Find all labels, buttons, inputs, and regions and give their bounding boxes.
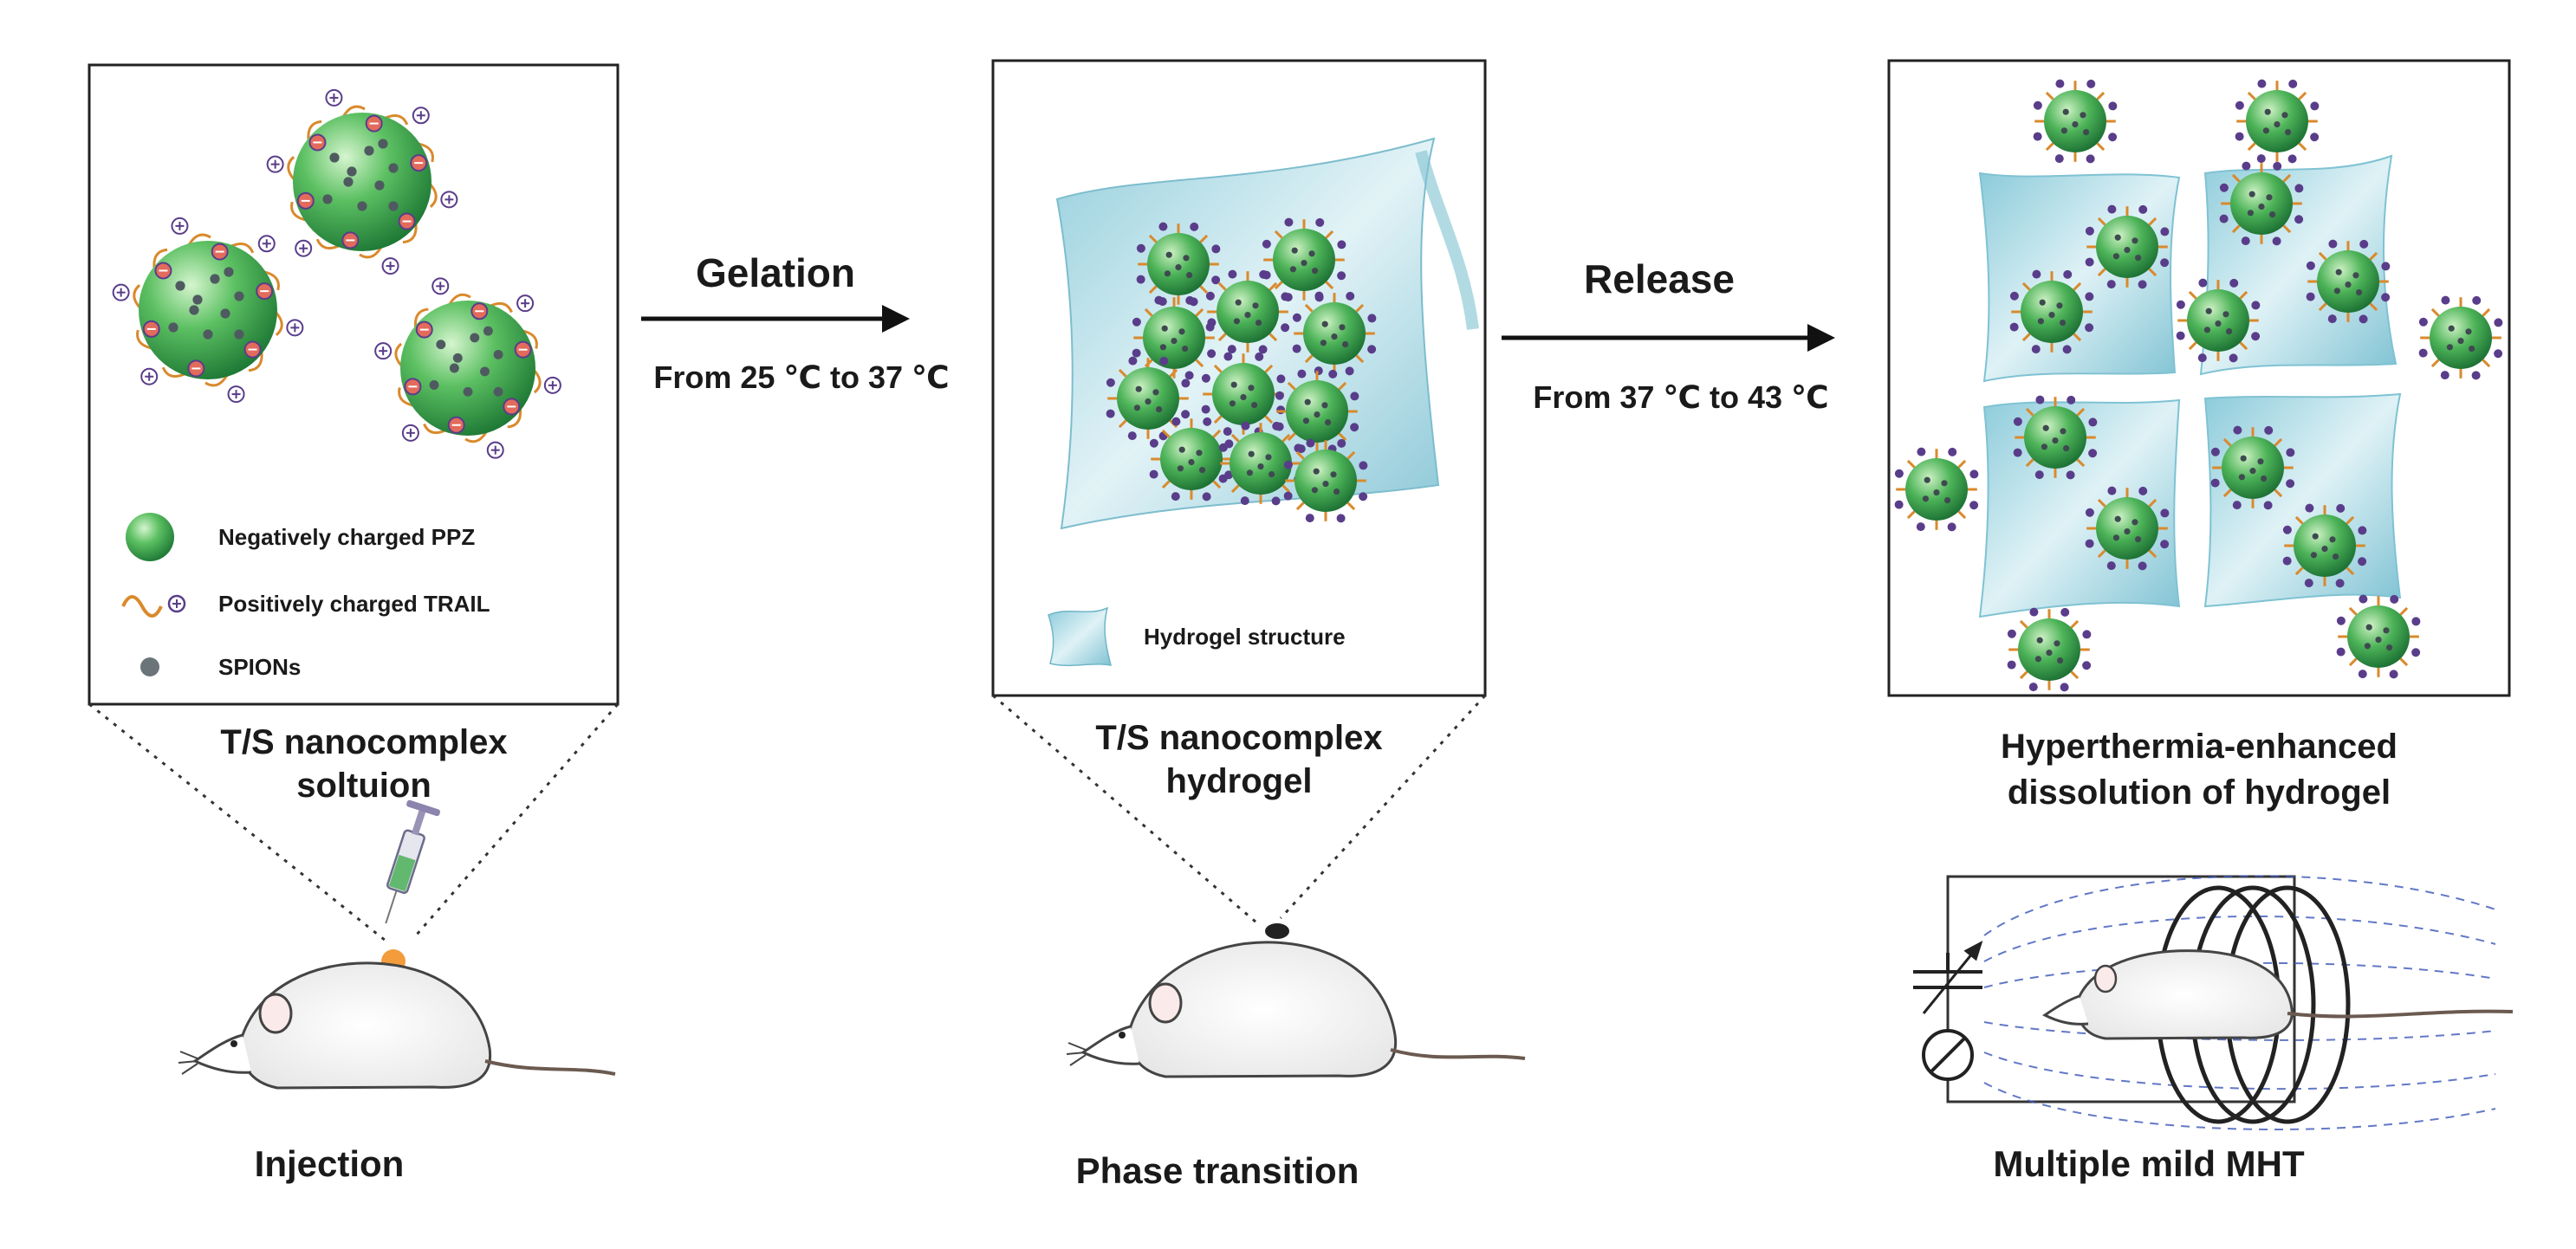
ppz-nanocomplex-small bbox=[1894, 447, 1979, 532]
release-condition: From 37 ℃ to 43 ℃ bbox=[1533, 379, 1829, 415]
trail-legend-label: Positively charged TRAIL bbox=[218, 591, 490, 617]
hydrogel-legend-label: Hydrogel structure bbox=[1144, 624, 1346, 650]
panel-3-caption-line1: Hyperthermia-enhanced bbox=[2001, 728, 2398, 766]
release-title: Release bbox=[1584, 256, 1735, 301]
ppz-nanocomplex bbox=[266, 88, 458, 275]
ppz-nanocomplex-small bbox=[2009, 269, 2094, 354]
mouse-mht-icon bbox=[2042, 949, 2514, 1040]
mouse-phase-transition-icon bbox=[1066, 923, 1526, 1078]
ppz-nanocomplex-small bbox=[1218, 421, 1303, 506]
multiple-mild-mht-label: Multiple mild MHT bbox=[1993, 1143, 2305, 1184]
ppz-nanocomplex-small bbox=[1205, 269, 1290, 354]
capacitor-icon bbox=[1913, 940, 1983, 1014]
gelation-arrow bbox=[641, 305, 910, 333]
ppz-legend-icon bbox=[126, 513, 174, 561]
ppz-nanocomplex-small bbox=[1106, 356, 1191, 441]
phase-transition-label: Phase transition bbox=[1075, 1150, 1359, 1191]
ppz-legend-label: Negatively charged PPZ bbox=[218, 524, 476, 550]
ppz-nanocomplex-small bbox=[2085, 204, 2170, 289]
ppz-nanocomplex bbox=[112, 217, 304, 404]
ppz-nanocomplex-small bbox=[1262, 217, 1346, 302]
mht-apparatus-icon bbox=[1913, 875, 2514, 1130]
zoom-lines bbox=[88, 694, 1487, 946]
ppz-nanocomplex-small bbox=[2306, 239, 2391, 324]
ppz-nanocomplex-small bbox=[2176, 278, 2261, 363]
ppz-nanocomplex-small bbox=[1283, 438, 1368, 523]
mouse-injection-icon bbox=[178, 961, 616, 1090]
panel-2-caption-line2: hydrogel bbox=[1165, 762, 1313, 800]
panel-2-frame bbox=[991, 59, 1487, 697]
spions-legend-label: SPIONs bbox=[218, 654, 302, 680]
panel-3-caption-line2: dissolution of hydrogel bbox=[2007, 773, 2391, 812]
gelation-condition: From 25 ℃ to 37 ℃ bbox=[653, 359, 950, 395]
ppz-nanocomplex-small bbox=[2033, 79, 2118, 164]
power-source-icon bbox=[1922, 1029, 1974, 1081]
panel-1-nanocomplexes bbox=[112, 88, 561, 459]
panel-1-caption-line2: soltuion bbox=[296, 767, 431, 805]
panel-1-caption-line1: T/S nanocomplex bbox=[220, 723, 508, 761]
release-arrow bbox=[1502, 324, 1835, 352]
panel-3-released-nanocomplexes bbox=[1894, 79, 2503, 692]
syringe-icon bbox=[385, 799, 441, 924]
panel-1-frame bbox=[88, 63, 620, 706]
spion-legend-icon bbox=[140, 657, 159, 676]
ppz-nanocomplex-small bbox=[2013, 395, 2098, 480]
panel-2-particle-cluster bbox=[1106, 217, 1377, 523]
ppz-nanocomplex-small bbox=[2282, 503, 2367, 588]
ppz-nanocomplex-small bbox=[1132, 295, 1217, 380]
ppz-nanocomplex-small bbox=[2085, 486, 2170, 571]
ppz-nanocomplex-small bbox=[1149, 417, 1234, 502]
ppz-nanocomplex-small bbox=[2418, 295, 2503, 380]
trail-legend-icon bbox=[121, 594, 186, 618]
panel-2-caption-line1: T/S nanocomplex bbox=[1095, 719, 1383, 757]
injection-label: Injection bbox=[254, 1143, 405, 1184]
gelation-title: Gelation bbox=[695, 250, 856, 295]
hydrogel-legend-icon bbox=[1048, 606, 1113, 667]
ppz-nanocomplex bbox=[374, 277, 561, 459]
ppz-nanocomplex-small bbox=[2235, 79, 2320, 164]
ppz-nanocomplex-small bbox=[2219, 161, 2304, 246]
ppz-nanocomplex-small bbox=[2210, 425, 2295, 510]
ppz-nanocomplex-small bbox=[2336, 594, 2421, 679]
ppz-nanocomplex-small bbox=[2007, 607, 2092, 692]
panel-3-frame bbox=[1887, 59, 2511, 697]
